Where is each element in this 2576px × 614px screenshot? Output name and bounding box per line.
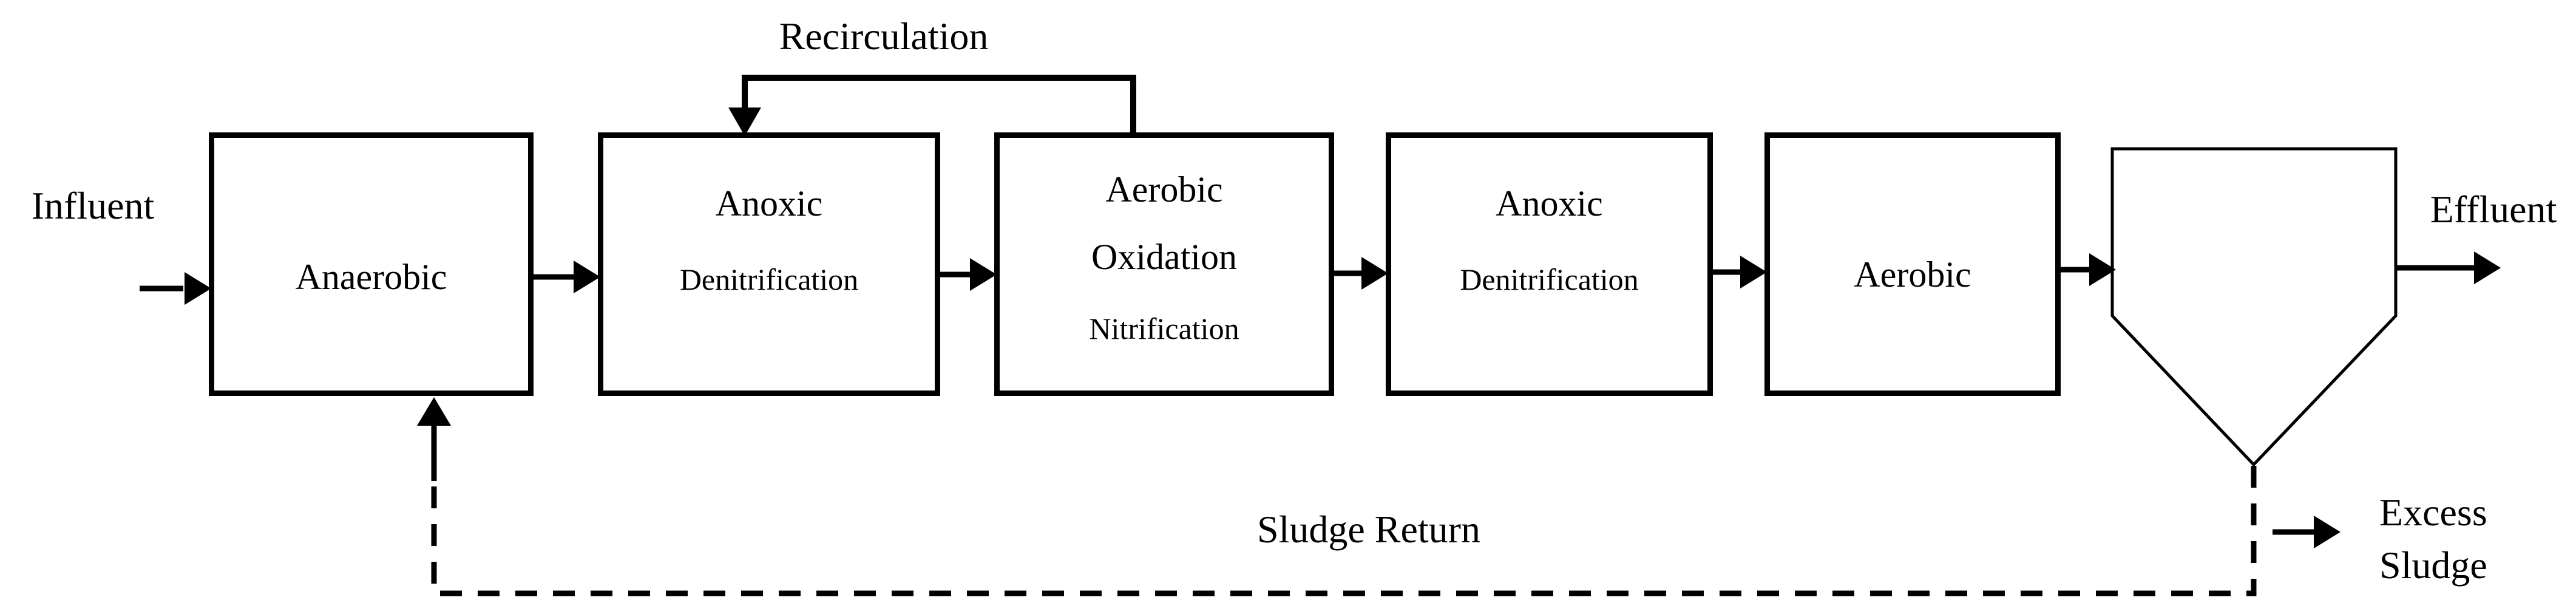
aerobic-oxidation-label-line3: Nitrification — [1089, 312, 1239, 346]
flow-arrow-aerobic-to-clarifier — [2061, 253, 2116, 286]
excess-sludge-label: Excess Sludge — [2379, 486, 2487, 592]
process-box-anoxic-1: Anoxic Denitrification — [598, 132, 940, 396]
influent-label: Influent — [31, 184, 155, 227]
process-box-aerobic: Aerobic — [1764, 132, 2061, 396]
recirculation-label: Recirculation — [779, 15, 989, 58]
excess-sludge-label-line1: Excess — [2379, 491, 2487, 534]
flow-arrow-anoxic-2-to-aerobic — [1713, 256, 1767, 288]
sludge-return-arrowhead — [417, 397, 451, 426]
influent-arrow — [140, 272, 211, 305]
aerobic-oxidation-label-line2: Oxidation — [1091, 236, 1237, 277]
aerobic-label: Aerobic — [1854, 254, 1971, 295]
sludge-return-line — [417, 397, 2257, 596]
anoxic-1-sublabel: Denitrification — [679, 262, 859, 296]
effluent-label: Effluent — [2430, 188, 2557, 231]
process-box-anoxic-2: Anoxic Denitrification — [1386, 132, 1713, 396]
excess-sludge-label-line2: Sludge — [2379, 544, 2487, 587]
effluent-arrow — [2396, 251, 2501, 284]
process-box-aerobic-oxidation: Aerobic Oxidation Nitrification — [994, 132, 1334, 396]
flow-arrow-anoxic-1-to-aerobic-oxidation — [940, 258, 997, 291]
excess-sludge-arrow — [2273, 516, 2340, 548]
anoxic-2-label: Anoxic — [1496, 183, 1603, 224]
process-box-anaerobic: Anaerobic — [209, 132, 534, 396]
recirculation-arrowhead — [728, 107, 761, 136]
recirculation-line — [728, 75, 1136, 136]
flow-arrow-anaerobic-to-anoxic-1 — [534, 261, 600, 293]
flow-arrow-aerobic-oxidation-to-anoxic-2 — [1334, 257, 1388, 290]
aerobic-oxidation-label-line1: Aerobic — [1105, 169, 1223, 210]
anoxic-1-label: Anoxic — [715, 183, 823, 224]
anaerobic-label: Anaerobic — [295, 256, 447, 297]
sludge-return-label: Sludge Return — [1257, 508, 1480, 551]
anoxic-2-sublabel: Denitrification — [1460, 262, 1639, 296]
clarifier-shape — [2110, 147, 2398, 467]
